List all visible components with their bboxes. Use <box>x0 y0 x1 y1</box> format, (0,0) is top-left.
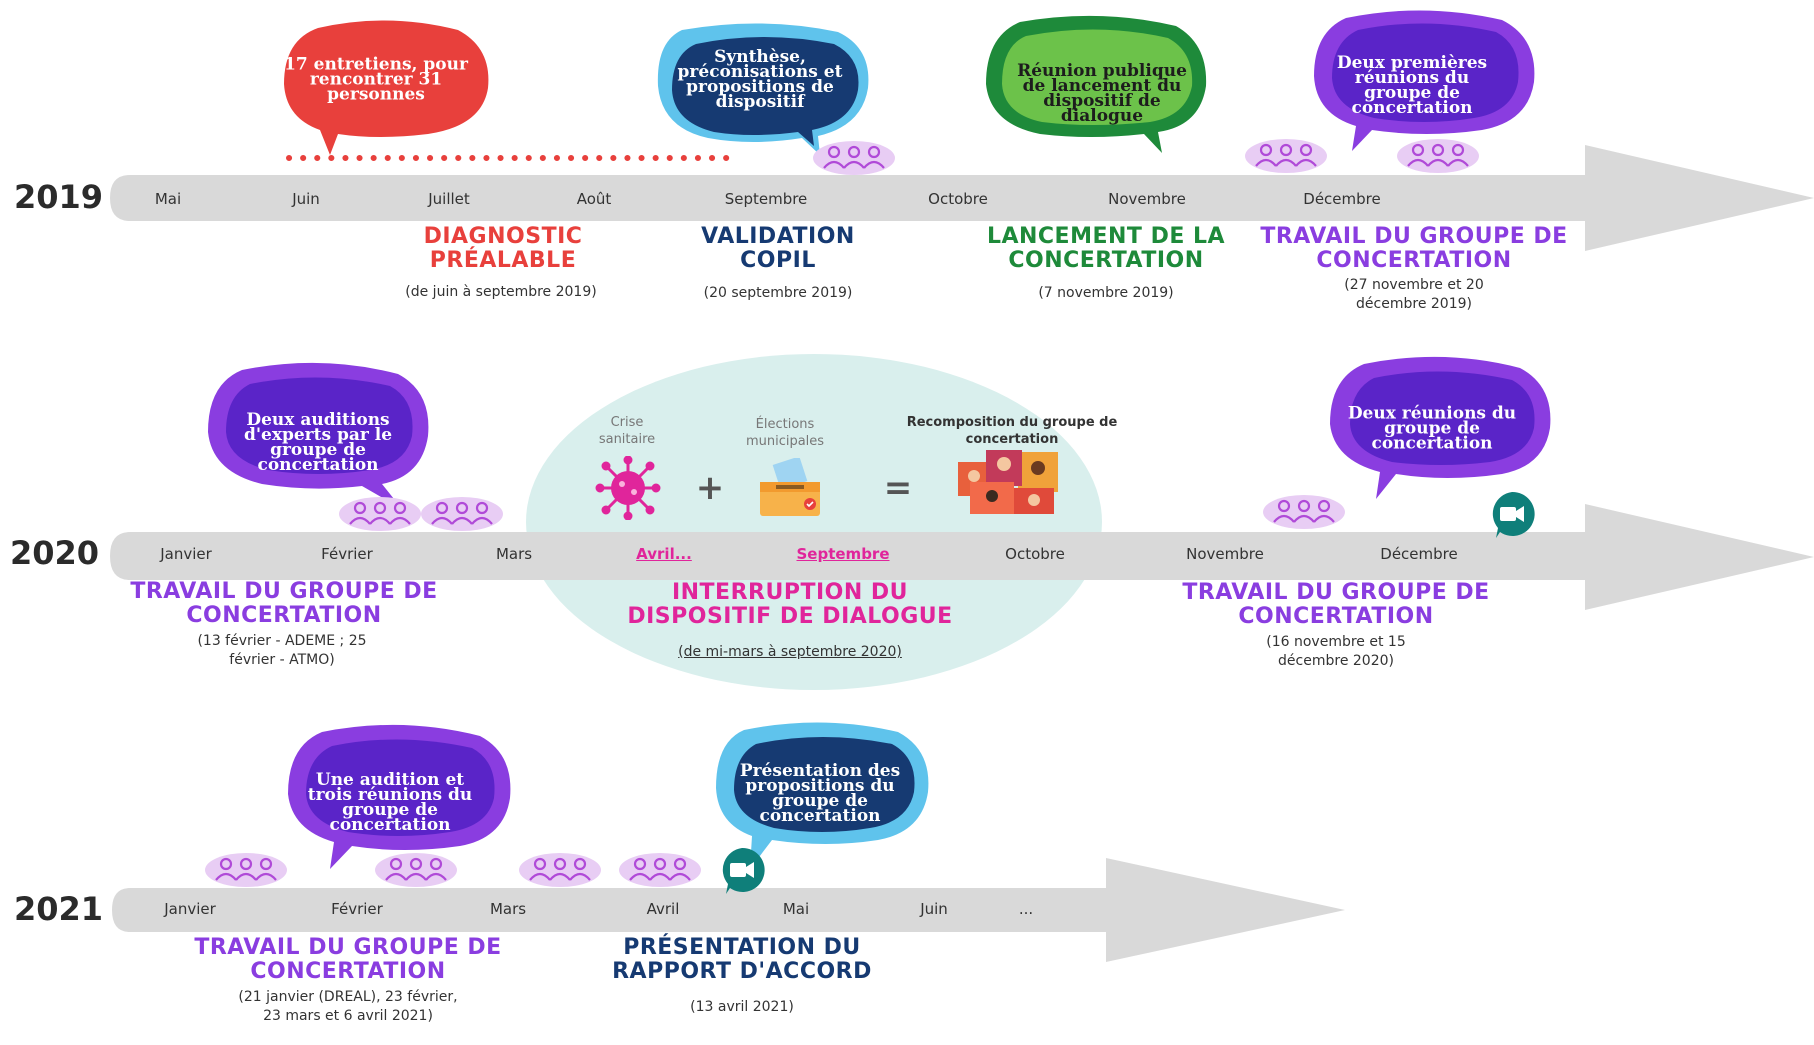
bubble-text-red: 17 entretiens, pour rencontrer 31 person… <box>284 54 468 105</box>
month-2019-2: Juin <box>292 190 320 208</box>
people-icon-feb-2020-2 <box>420 496 504 532</box>
label-recomposition: Recomposition du groupe de concertation <box>906 415 1118 447</box>
event-subtitle-validation: (20 septembre 2019) <box>703 285 853 301</box>
timeline-arrow-2021 <box>112 858 1345 962</box>
bubble-text-purple-2021: Une audition et trois réunions du groupe… <box>307 770 473 835</box>
dotted-duration-line <box>286 155 734 161</box>
event-title-diagnostic: DIAGNOSTIC PRÉALABLE <box>423 224 583 273</box>
bubble-text-green: Réunion publique de lancement du disposi… <box>1017 61 1187 126</box>
event-title-travail-2020a: TRAVAIL DU GROUPE DE CONCERTATION <box>130 579 438 628</box>
month-2019-8: Décembre <box>1303 190 1381 208</box>
event-subtitle-interruption: (de mi-mars à septembre 2020) <box>678 644 902 660</box>
month-2020-5: Septembre <box>796 545 890 563</box>
timeline-arrow-2020 <box>110 504 1814 610</box>
month-2021-5: Mai <box>782 900 810 918</box>
bubble-text-purple-2019: Deux premières réunions du groupe de con… <box>1336 53 1488 118</box>
ballot-box-icon <box>760 458 820 516</box>
event-subtitle-travail-2020b: (16 novembre et 15 décembre 2020) <box>1266 634 1406 669</box>
people-icon-dec-2019 <box>1396 138 1480 174</box>
month-2021-1: Janvier <box>164 900 216 918</box>
people-icon-nov-2019 <box>1244 138 1328 174</box>
event-title-travail-2021: TRAVAIL DU GROUPE DE CONCERTATION <box>194 935 502 984</box>
people-icon-feb-2020-1 <box>338 496 422 532</box>
people-icon-feb-2021 <box>374 852 458 888</box>
year-label-2020: 2020 <box>10 534 100 572</box>
event-subtitle-presentation: (13 avril 2021) <box>690 999 794 1015</box>
month-2020-8: Décembre <box>1380 545 1458 563</box>
month-2019-6: Octobre <box>928 190 988 208</box>
month-2020-3: Mars <box>495 545 533 563</box>
month-2020-4: Avril... <box>636 545 692 563</box>
bubble-text-navy-2021: Présentation des propositions du groupe … <box>739 761 901 826</box>
bubble-text-purple-2020a: Deux auditions d'experts par le groupe d… <box>243 410 393 475</box>
month-2019-1: Mai <box>154 190 182 208</box>
month-2021-3: Mars <box>489 900 527 918</box>
speech-bubble-purple-2020a <box>208 362 429 509</box>
month-2021-2: Février <box>331 900 383 918</box>
speech-bubble-navy <box>657 23 869 155</box>
event-title-validation: VALIDATION COPIL <box>701 224 855 273</box>
people-icon-nov-2020 <box>1262 494 1346 530</box>
event-subtitle-travail-2019: (27 novembre et 20 décembre 2019) <box>1344 277 1484 312</box>
event-subtitle-travail-2021: (21 janvier (DREAL), 23 février, 23 mars… <box>238 989 458 1024</box>
month-2021-4: Avril <box>646 900 680 918</box>
interruption-zone <box>526 354 1102 690</box>
event-title-travail-2019: TRAVAIL DU GROUPE DE CONCERTATION <box>1260 224 1568 273</box>
people-icon-apr-2021 <box>618 852 702 888</box>
speech-bubble-green <box>986 15 1207 153</box>
year-label-2021: 2021 <box>14 890 104 928</box>
year-label-2019: 2019 <box>14 178 104 216</box>
people-icon-sept-2019 <box>812 140 896 176</box>
plus-sign: + <box>695 468 725 508</box>
event-title-presentation: PRÉSENTATION DU RAPPORT D'ACCORD <box>612 935 872 984</box>
month-2020-6: Octobre <box>1005 545 1065 563</box>
event-subtitle-travail-2020a: (13 février - ADEME ; 25 février - ATMO) <box>197 633 367 668</box>
event-title-lancement: LANCEMENT DE LA CONCERTATION <box>986 224 1226 273</box>
speech-bubble-purple-2021 <box>288 724 511 869</box>
speech-bubble-red <box>284 20 489 156</box>
timeline-arrow-2019 <box>110 145 1814 251</box>
speech-bubble-purple-2019 <box>1314 10 1535 152</box>
month-2020-7: Novembre <box>1186 545 1264 563</box>
bubble-text-purple-2020b: Deux réunions du groupe de concertation <box>1347 403 1517 454</box>
month-2019-7: Novembre <box>1108 190 1186 208</box>
virus-icon <box>595 456 661 520</box>
label-crise-sanitaire: Crise sanitaire <box>598 415 656 447</box>
event-title-interruption: INTERRUPTION DU DISPOSITIF DE DIALOGUE <box>627 580 953 629</box>
group-photo-icon <box>958 450 1058 514</box>
month-2019-5: Septembre <box>724 190 808 208</box>
event-title-travail-2020b: TRAVAIL DU GROUPE DE CONCERTATION <box>1182 580 1490 629</box>
speech-bubble-navy-2021 <box>716 722 929 869</box>
month-2019-4: Août <box>576 190 612 208</box>
month-2019-3: Juillet <box>428 190 470 208</box>
event-subtitle-diagnostic: (de juin à septembre 2019) <box>405 284 597 300</box>
month-2021-6: Juin <box>920 900 948 918</box>
label-elections-municipales: Élections municipales <box>745 417 825 449</box>
month-2021-7: ... <box>1018 900 1034 918</box>
video-call-icon-2020 <box>1492 491 1535 538</box>
people-icon-mar-2021 <box>518 852 602 888</box>
people-icon-jan-2021 <box>204 852 288 888</box>
speech-bubble-purple-2020b <box>1330 356 1551 499</box>
month-2020-1: Janvier <box>160 545 212 563</box>
event-subtitle-lancement: (7 novembre 2019) <box>1038 285 1174 301</box>
equals-sign: = <box>883 468 913 508</box>
video-call-icon-2021 <box>722 847 765 894</box>
month-2020-2: Février <box>321 545 373 563</box>
bubble-text-navy: Synthèse, préconisations et propositions… <box>677 47 843 112</box>
